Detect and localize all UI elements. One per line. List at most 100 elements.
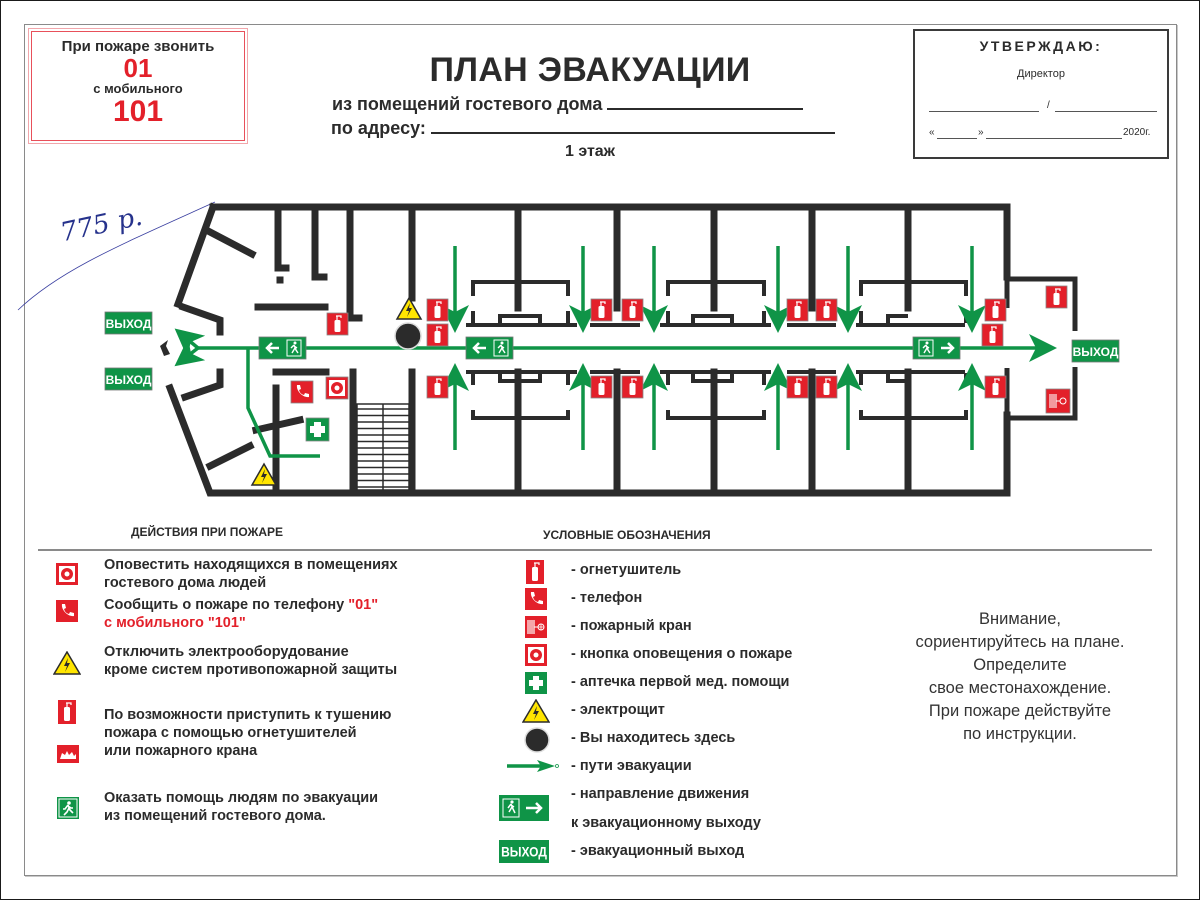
phone-box-line1: При пожаре звонить	[61, 38, 215, 55]
actions-heading: ДЕЙСТВИЯ ПРИ ПОЖАРЕ	[131, 525, 284, 539]
address-line: по адресу:	[331, 116, 835, 139]
extinguisher-icon	[426, 298, 449, 322]
notice-line: по инструкции.	[963, 725, 1077, 743]
date-open-quote: «	[929, 127, 935, 138]
phone-icon	[290, 380, 314, 404]
electrical-panel-icon	[53, 651, 81, 675]
handwritten-stroke	[17, 201, 216, 311]
exit-sign-label: ВЫХОД	[1073, 345, 1119, 359]
extinguisher-icon	[786, 298, 809, 322]
extinguisher-icon	[981, 323, 1004, 347]
electrical-panel-icon	[522, 699, 550, 723]
extinguisher-icon	[590, 298, 613, 322]
notice-line: Определите	[973, 656, 1067, 674]
extinguisher-icon	[984, 298, 1007, 322]
door-fragment	[160, 340, 170, 356]
signature-blank	[929, 111, 1039, 112]
mobile-number-101: с мобильного "101"	[104, 615, 246, 631]
exit-direction-icon	[499, 795, 549, 821]
notice-line: Внимание,	[979, 610, 1061, 628]
action-text: из помещений гостевого дома.	[104, 808, 326, 824]
month-blank	[986, 138, 1122, 139]
approval-title: УТВЕРЖДАЮ:	[979, 38, 1103, 54]
legend-item-extinguisher: - огнетушитель	[571, 562, 682, 578]
exit-direction-sign-left	[258, 336, 307, 360]
approval-role: Директор	[1017, 68, 1065, 80]
action-text: кроме систем противопожарной защиты	[104, 662, 398, 678]
title-block: ПЛАН ЭВАКУАЦИИ из помещений гостевого до…	[320, 50, 860, 160]
exit-direction-sign-right	[912, 336, 961, 360]
guesthouse-name-blank	[607, 92, 804, 110]
you-are-here-icon	[394, 322, 422, 350]
exit-sign-label: ВЫХОД	[501, 844, 547, 860]
exit-sign: ВЫХОД	[104, 367, 153, 391]
fire-hydrant-icon	[1045, 388, 1071, 414]
address-blank	[430, 116, 835, 134]
electrical-panel-icon	[395, 296, 423, 320]
date-close-quote: »	[978, 127, 984, 138]
legend-item-exit-direction-cont: к эвакуационному выходу	[571, 815, 761, 831]
alarm-button-icon	[56, 563, 78, 585]
exit-sign: ВЫХОД	[1071, 339, 1120, 363]
legend-heading: УСЛОВНЫЕ ОБОЗНАЧЕНИЯ	[543, 528, 711, 542]
legend-item-exit-sign: - эвакуационный выход	[571, 843, 745, 859]
exit-sign-label: ВЫХОД	[106, 373, 152, 387]
extinguisher-icon	[590, 375, 613, 399]
phone-number-01: "01"	[348, 597, 379, 613]
action-item-notify: Оповестить находящихся в помещениях гост…	[104, 556, 398, 592]
fire-hydrant-icon	[525, 616, 547, 638]
action-text: По возможности приступить к тушению	[104, 707, 392, 723]
action-item-help-evacuate: Оказать помощь людям по эвакуации из пом…	[104, 789, 378, 825]
exit-sign: ВЫХОД	[104, 311, 153, 335]
notice-line: При пожаре действуйте	[928, 702, 1112, 720]
first-aid-icon	[305, 417, 330, 442]
action-text: гостевого дома людей	[104, 575, 267, 591]
phone-box-number1: 01	[123, 53, 153, 83]
legend-item-alarm-button: - кнопка оповещения о пожаре	[571, 646, 793, 662]
action-text-part: Сообщить о пожаре по телефону	[104, 597, 349, 613]
section-divider	[38, 549, 1152, 551]
first-aid-icon	[525, 672, 547, 694]
action-text: или пожарного крана	[104, 743, 258, 759]
extinguisher-icon	[426, 375, 449, 399]
phone-box-line2: с мобильного	[93, 81, 183, 96]
extinguisher-icon	[1045, 285, 1068, 309]
orientation-notice: Внимание, сориентируйтесь на плане. Опре…	[870, 608, 1170, 746]
extinguisher-icon	[621, 375, 644, 399]
exit-vestibule-walls	[1004, 276, 1078, 421]
exit-sign-label: ВЫХОД	[106, 317, 152, 331]
legend-item-exit-direction: - направление движения	[571, 786, 750, 802]
phone-icon	[525, 588, 547, 610]
extinguisher-icon	[526, 560, 544, 584]
subtitle-line: из помещений гостевого дома	[332, 92, 804, 115]
approval-box: УТВЕРЖДАЮ: Директор / « » 2020г.	[913, 29, 1169, 159]
action-item-extinguish: По возможности приступить к тушению пожа…	[104, 706, 391, 760]
legend-item-you-are-here: - Вы находитесь здесь	[571, 730, 736, 746]
page-title: ПЛАН ЭВАКУАЦИИ	[429, 51, 751, 89]
alarm-button-icon	[525, 644, 547, 666]
evacuation-exit-icon	[57, 797, 79, 819]
evacuation-route-icon	[507, 760, 559, 772]
walls	[165, 202, 1011, 497]
evacuation-routes	[174, 246, 1057, 458]
extinguisher-icon	[815, 375, 838, 399]
exit-direction-sign-left	[465, 336, 514, 360]
action-item-power-off: Отключить электрооборудование кроме сист…	[104, 643, 397, 679]
extinguisher-icon	[621, 298, 644, 322]
action-text: Сообщить о пожаре по телефону "01"	[104, 596, 378, 614]
floor-label: 1 этаж	[564, 143, 616, 160]
action-item-call: Сообщить о пожаре по телефону "01" с моб…	[104, 596, 378, 632]
action-text: Оказать помощь людям по эвакуации	[104, 790, 379, 806]
legend-item-phone: - телефон	[571, 590, 643, 606]
phone-icon	[56, 600, 78, 622]
name-blank	[1055, 111, 1157, 112]
inner-frame	[24, 24, 1177, 876]
action-text: Отключить электрооборудование	[104, 644, 349, 660]
phone-box-number2: 101	[112, 95, 164, 128]
year-label: 2020г.	[1123, 127, 1151, 138]
notice-line: сориентируйтесь на плане.	[915, 633, 1125, 651]
address-prefix: по адресу:	[331, 118, 426, 138]
day-blank	[937, 138, 977, 139]
you-are-here-icon	[524, 727, 550, 753]
